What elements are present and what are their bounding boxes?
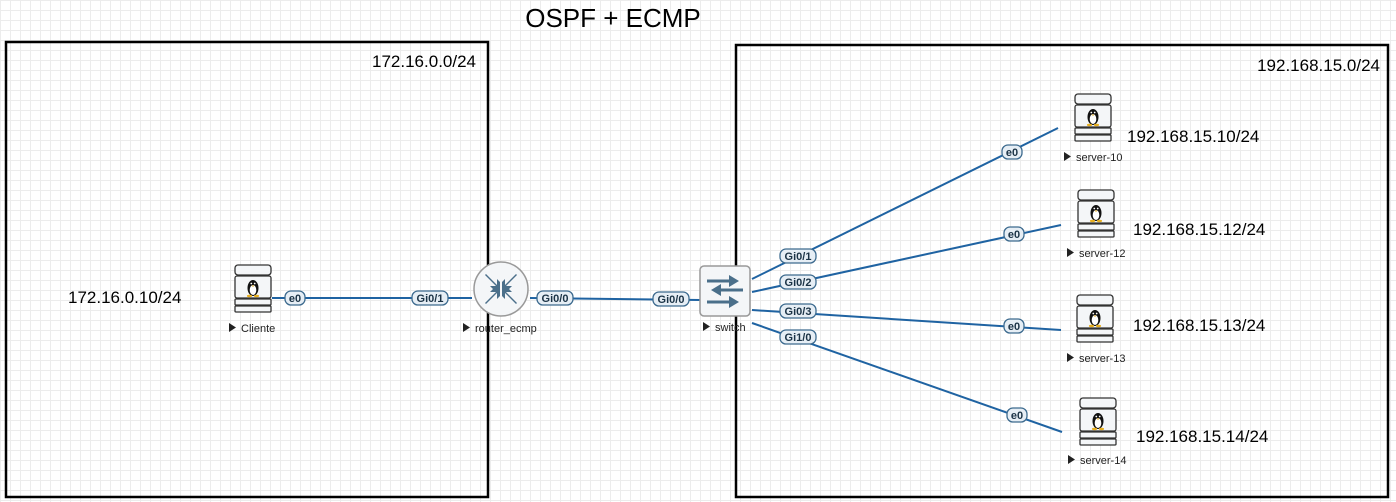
interface-text: Gi0/1 [785,251,812,263]
interface-label-server13-e0[interactable]: e0 [1003,318,1025,334]
interface-label-router-gi00[interactable]: Gi0/0 [536,290,574,306]
play-icon[interactable] [1068,455,1075,464]
router-icon [473,261,529,317]
router-label: router_ecmp [475,323,537,335]
switch-icon [699,265,751,317]
server12-label: server-12 [1079,248,1125,260]
interface-text: Gi0/0 [542,293,569,305]
router-node[interactable]: router_ecmp [463,261,537,335]
diagram-title: OSPF + ECMP [525,3,701,33]
server14-label: server-14 [1080,455,1126,467]
interface-label-switch-gi01[interactable]: Gi0/1 [779,248,817,264]
interface-text: Gi0/0 [658,294,685,306]
cliente-label: Cliente [241,323,275,335]
play-icon[interactable] [703,322,710,331]
interface-text: e0 [1011,410,1023,422]
interface-text: e0 [289,293,301,305]
interface-label-switch-gi02[interactable]: Gi0/2 [779,274,817,290]
server13-label: server-13 [1079,353,1125,365]
server12-node[interactable]: server-12 [1067,189,1125,260]
server14-node[interactable]: server-14 [1068,397,1126,467]
switch-node[interactable]: switch [699,265,751,334]
interface-label-switch-gi03[interactable]: Gi0/3 [779,303,817,319]
cliente-node[interactable]: Cliente [229,264,275,335]
server10-label: server-10 [1076,152,1122,164]
interface-text: e0 [1008,229,1020,241]
server13-node[interactable]: server-13 [1067,294,1125,365]
switch-label: switch [715,322,746,334]
interface-label-cliente-e0[interactable]: e0 [284,290,306,306]
area-right-box [734,43,1390,499]
interface-text: Gi1/0 [785,332,812,344]
area-right-network-label: 192.168.15.0/24 [1257,56,1380,75]
play-icon[interactable] [1064,152,1071,161]
server14-ip-label: 192.168.15.14/24 [1136,427,1268,446]
linux-host-icon [1076,294,1114,343]
interface-label-router-gi01[interactable]: Gi0/1 [411,290,449,306]
linux-host-icon [1079,397,1117,446]
interface-label-switch-gi10[interactable]: Gi1/0 [779,329,817,345]
interface-label-server14-e0[interactable]: e0 [1006,407,1028,423]
linux-host-icon [234,264,272,313]
server10-node[interactable]: server-10 [1064,93,1122,164]
interface-text: Gi0/2 [785,277,812,289]
play-icon[interactable] [463,323,470,332]
server12-ip-label: 192.168.15.12/24 [1133,220,1265,239]
interface-label-server12-e0[interactable]: e0 [1003,226,1025,242]
interface-text: Gi0/1 [417,293,444,305]
interface-label-server10-e0[interactable]: e0 [1001,144,1023,160]
cliente-ip-label: 172.16.0.10/24 [68,288,181,307]
interface-text: e0 [1006,147,1018,159]
interface-text: Gi0/3 [785,306,812,318]
server13-ip-label: 192.168.15.13/24 [1133,316,1265,335]
server10-ip-label: 192.168.15.10/24 [1127,127,1259,146]
play-icon[interactable] [1067,248,1074,257]
area-left-network-label: 172.16.0.0/24 [372,52,476,71]
interface-label-switch-gi00[interactable]: Gi0/0 [652,291,690,307]
interface-text: e0 [1008,321,1020,333]
linux-host-icon [1077,189,1115,238]
play-icon[interactable] [229,323,236,332]
play-icon[interactable] [1067,353,1074,362]
linux-host-icon [1074,93,1112,142]
